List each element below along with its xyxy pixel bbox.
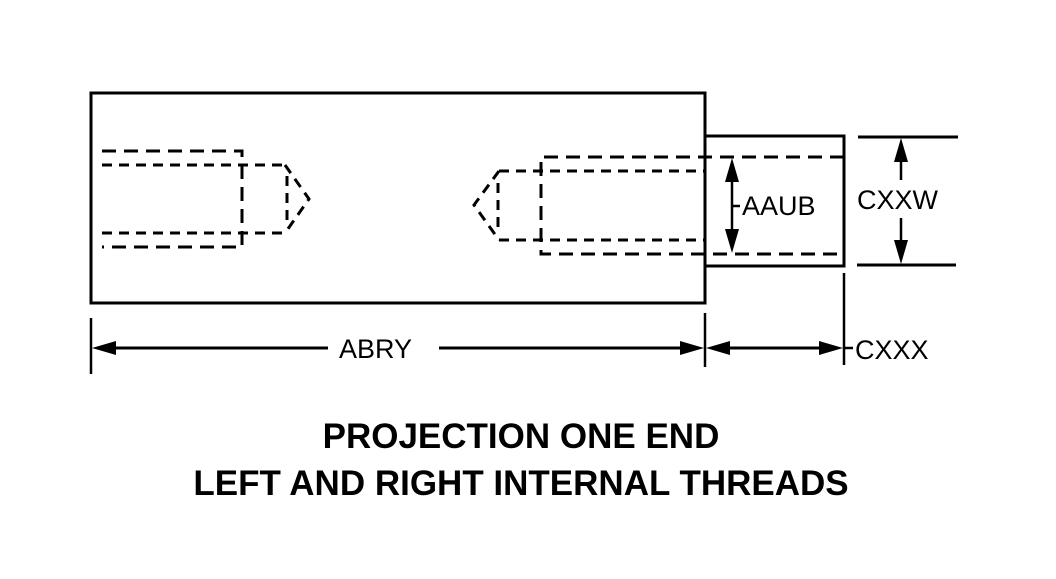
abry-arrow-right: [680, 341, 704, 355]
main-body-outline: [89, 91, 707, 305]
right-drill-point: [472, 170, 501, 241]
abry-arrow-left: [92, 341, 116, 355]
cxxx-label: CXXX: [855, 335, 929, 365]
cxxw-arrow-up: [894, 138, 908, 162]
aaub-arrow-up: [725, 158, 739, 182]
right-thread-major: [539, 155, 844, 256]
cxxw-dimension: CXXW: [857, 135, 958, 267]
cxxx-arrow-right: [819, 341, 843, 355]
title-line-1: PROJECTION ONE END: [323, 417, 720, 456]
right-internal-thread: [472, 155, 844, 256]
left-internal-thread: [102, 149, 311, 249]
abry-label: ABRY: [339, 334, 412, 364]
title-line-2: LEFT AND RIGHT INTERNAL THREADS: [193, 464, 848, 503]
cxxw-arrow-down: [894, 240, 908, 264]
aaub-arrow-down: [725, 229, 739, 253]
aaub-label: AAUB: [742, 191, 816, 221]
left-thread-major: [102, 149, 244, 249]
projection-outline: [705, 134, 846, 268]
left-drill-point: [283, 164, 311, 234]
cxxx-dimension: CXXX: [706, 273, 929, 365]
cxxw-label: CXXW: [857, 185, 939, 215]
aaub-dimension: AAUB: [725, 158, 816, 253]
cxxx-arrow-left: [706, 341, 730, 355]
abry-dimension: ABRY: [89, 313, 707, 374]
